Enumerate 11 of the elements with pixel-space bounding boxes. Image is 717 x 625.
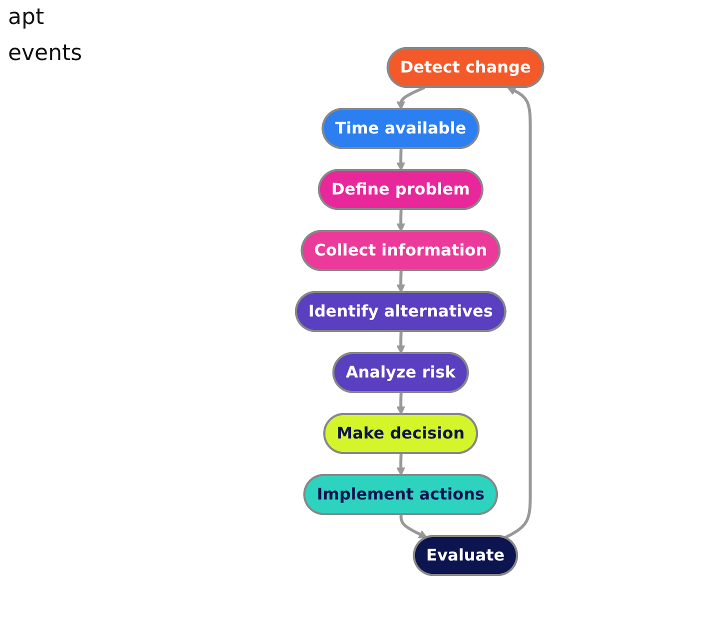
- arrow: [396, 270, 406, 293]
- arrow: [504, 86, 532, 540]
- arrow: [396, 209, 406, 232]
- arrow: [400, 514, 428, 538]
- arrow: [396, 331, 406, 354]
- note-text: events: [8, 40, 82, 68]
- arrow: [396, 148, 406, 171]
- arrow: [396, 392, 406, 415]
- note-text: apt: [8, 4, 44, 32]
- arrow: [396, 86, 426, 110]
- arrow: [396, 453, 406, 476]
